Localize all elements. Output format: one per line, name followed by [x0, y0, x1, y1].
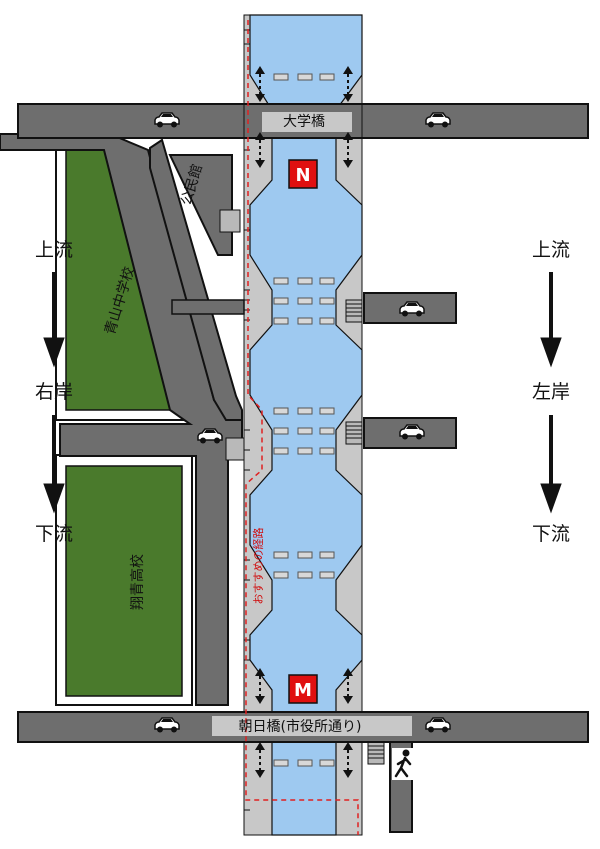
- recommended-route: [245, 20, 359, 835]
- marker-m-label: M: [294, 680, 312, 701]
- bank-ticks: [244, 29, 250, 811]
- marker-n: N: [288, 159, 318, 189]
- school-field-bottom: [55, 454, 193, 706]
- south-bridge-label: 朝日橋(市役所通り): [239, 718, 362, 735]
- route-label: おすすめの経路: [252, 528, 265, 605]
- left-downstream-label: 下流: [35, 523, 73, 545]
- marker-m: M: [288, 674, 318, 704]
- north-bridge-label: 大学橋: [283, 114, 325, 130]
- pedestrian-icon: [392, 748, 416, 780]
- right-upstream-label: 上流: [532, 239, 570, 261]
- left-bank-roads: [0, 133, 245, 706]
- left-bank-label: 右岸: [35, 381, 73, 403]
- school-bottom-label: 翔青高校: [129, 554, 146, 610]
- river: [249, 14, 363, 836]
- north-bridge: [17, 103, 589, 139]
- right-downstream-label: 下流: [532, 523, 570, 545]
- marker-n-label: N: [295, 165, 310, 186]
- stepping-stones: [273, 73, 335, 767]
- arrow-down-icon: [43, 272, 562, 514]
- right-bank-label: 左岸: [532, 381, 570, 403]
- south-bridge: [17, 711, 589, 743]
- left-upstream-label: 上流: [35, 239, 73, 261]
